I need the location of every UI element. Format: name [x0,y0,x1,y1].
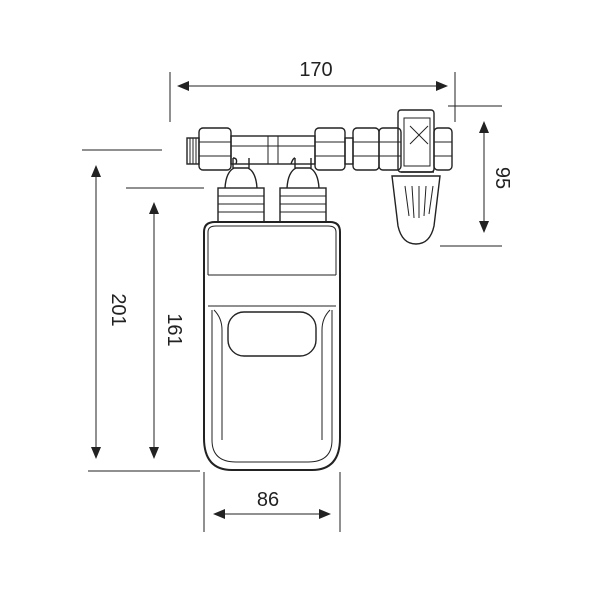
left-connector [217,158,265,223]
display-window [227,311,317,357]
dimension-fitting-height: 95 [440,105,513,247]
dimension-label-170: 170 [299,59,332,81]
dimension-body-width: 86 [203,472,341,532]
dimension-label-201: 201 [107,293,129,326]
right-connector [279,158,327,223]
dimension-label-161: 161 [163,313,185,346]
pipe-assembly [186,127,402,171]
dimension-label-95: 95 [491,167,513,189]
dimension-label-86: 86 [257,489,279,511]
valve-fitting [391,109,453,245]
dimension-total-height: 201 [82,149,200,472]
dimension-body-height: 161 [126,187,204,459]
dimension-width-top: 170 [169,59,456,122]
heater-body [203,221,341,471]
